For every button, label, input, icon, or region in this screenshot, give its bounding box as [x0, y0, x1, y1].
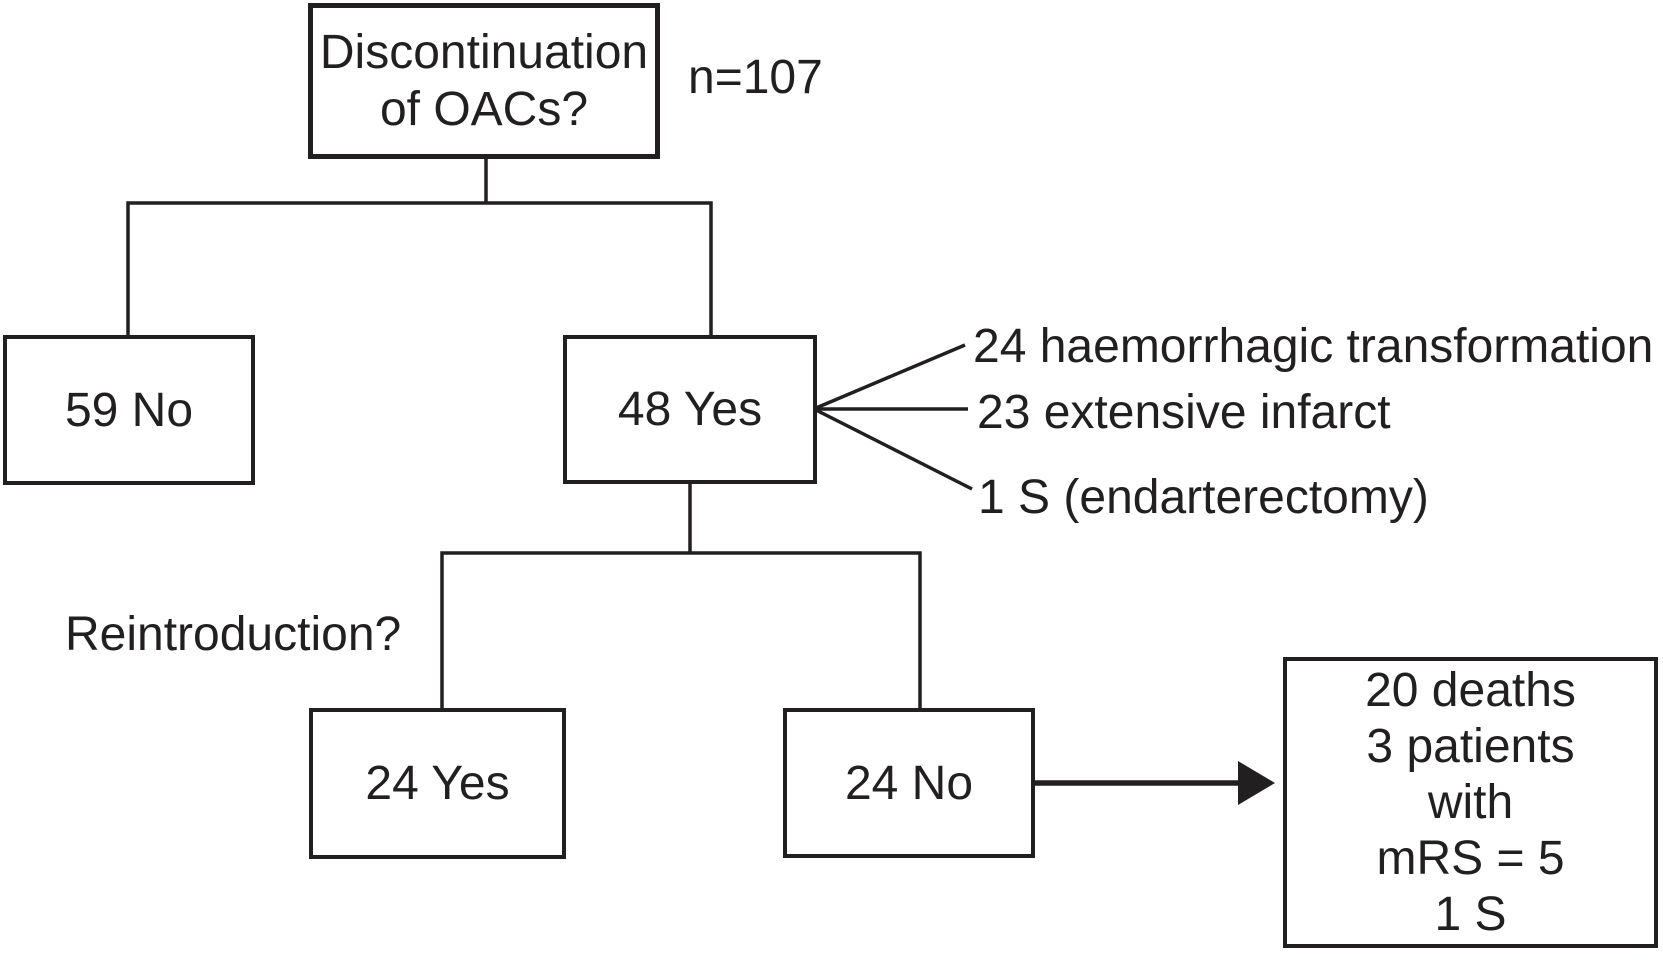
- node-discontinuation-question: Discontinuation of OACs?: [308, 3, 660, 159]
- branch-reintroduction-connector: [440, 482, 922, 709]
- node-reintroduction-yes: 24 Yes: [309, 708, 566, 859]
- node-reintroduction-no-label: 24 No: [844, 756, 974, 810]
- outcome-arrow: [1033, 761, 1275, 805]
- branch1-bracket-line: [126, 201, 713, 336]
- node-discontinuation-yes: 48 Yes: [563, 335, 817, 484]
- reintroduction-question-label: Reintroduction?: [65, 608, 402, 661]
- node-discontinuation-no-label: 59 No: [64, 383, 194, 437]
- branch-discontinuation-connector: [126, 157, 713, 336]
- node-discontinuation-no: 59 No: [3, 335, 255, 485]
- reason-extensive-infarct: 23 extensive infarct: [977, 386, 1391, 439]
- cohort-size-label: n=107: [688, 51, 823, 104]
- reason-leader-lines: [815, 343, 973, 491]
- node-outcome-label: 20 deaths 3 patients with mRS = 5 1 S: [1365, 663, 1576, 941]
- branch2-bracket-line: [440, 551, 922, 709]
- node-outcome: 20 deaths 3 patients with mRS = 5 1 S: [1283, 657, 1658, 948]
- outcome-arrowhead: [1238, 761, 1275, 805]
- node-reintroduction-no: 24 No: [783, 708, 1035, 858]
- reason-haemorrhagic-transformation: 24 haemorrhagic transformation: [973, 320, 1654, 373]
- node-reintroduction-yes-label: 24 Yes: [365, 757, 510, 810]
- reason-leader-line-3: [815, 408, 973, 491]
- node-discontinuation-question-label: Discontinuation of OACs?: [319, 26, 649, 136]
- reason-endarterectomy: 1 S (endarterectomy): [978, 471, 1429, 524]
- reason-leader-line-1: [815, 343, 966, 410]
- node-discontinuation-yes-label: 48 Yes: [617, 383, 763, 436]
